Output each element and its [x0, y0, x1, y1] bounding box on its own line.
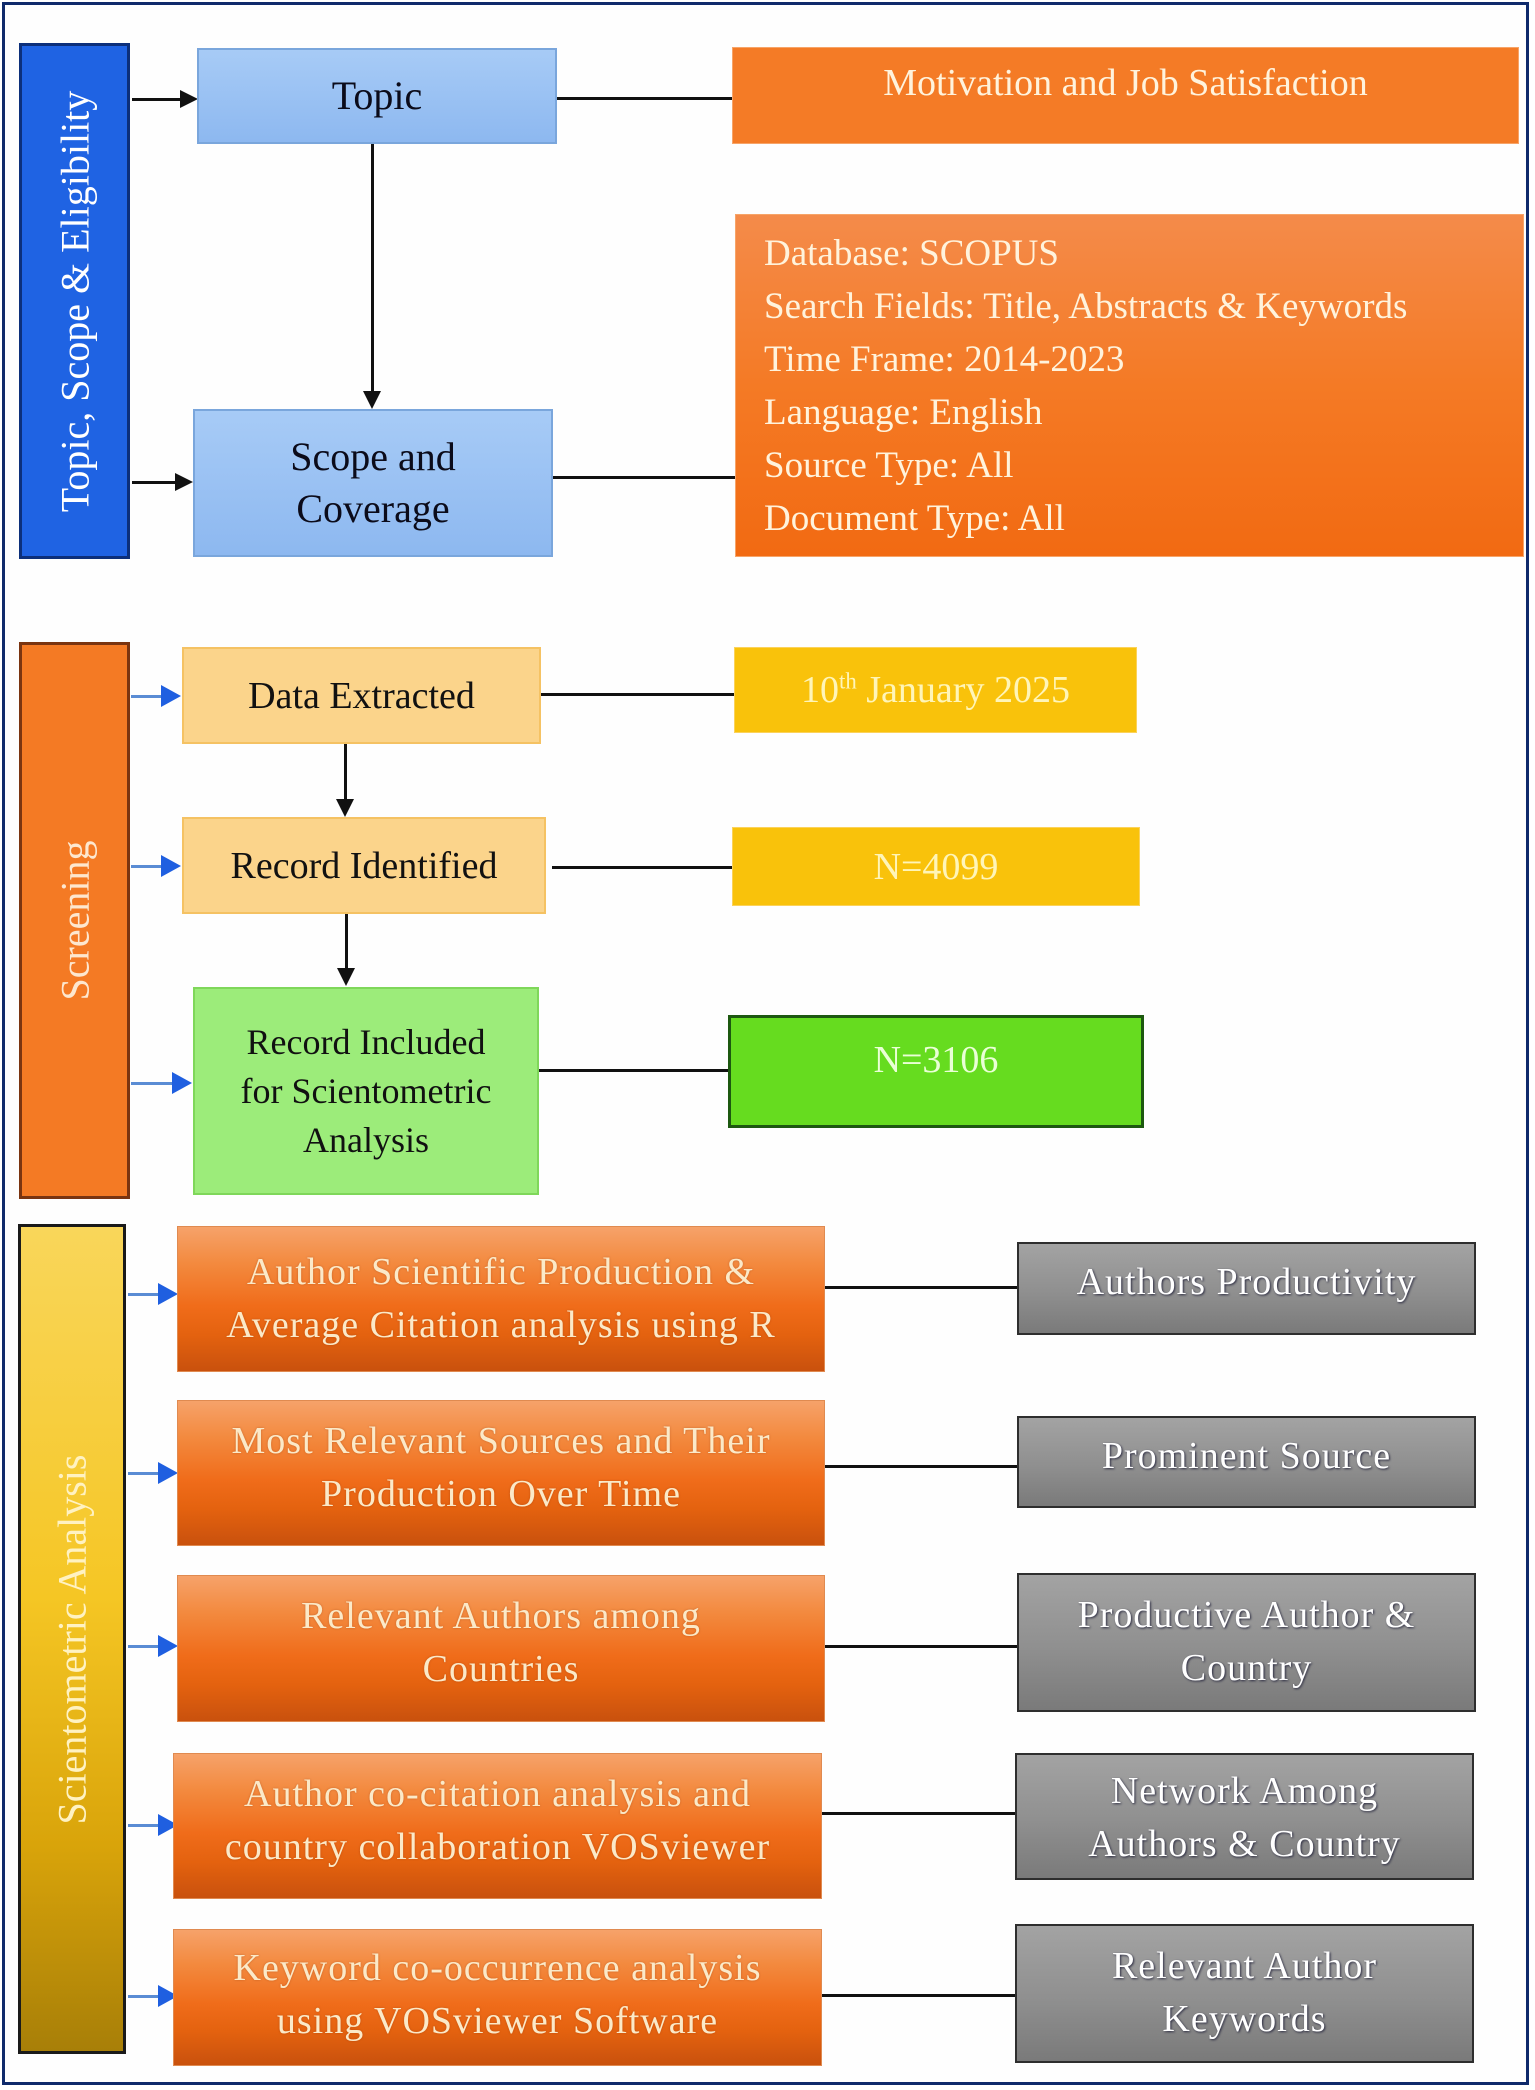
analysis-method-line1: Most Relevant Sources and Their: [231, 1420, 771, 1462]
analysis-method-line2: Average Citation analysis using R: [226, 1304, 776, 1346]
connector-line: [128, 1645, 160, 1648]
arrow-right-icon: [158, 1283, 178, 1305]
arrow-down-icon: [336, 799, 354, 817]
analysis-method-line1: Relevant Authors among: [301, 1595, 701, 1637]
connector-line: [131, 865, 163, 868]
param-source-type: Source Type: All: [764, 444, 1014, 486]
arrow-down-icon: [337, 968, 355, 986]
extraction-date: 10th January 2025: [801, 668, 1070, 712]
analysis-outcome-line2: Keywords: [1162, 1998, 1327, 2040]
param-document-type: Document Type: All: [764, 497, 1065, 539]
section-bar-analysis: Scientometric Analysis: [18, 1224, 126, 2054]
analysis-outcome-line2: Country: [1180, 1647, 1313, 1689]
topic-box: Topic: [197, 48, 557, 144]
topic-value: Motivation and Job Satisfaction: [883, 62, 1368, 104]
analysis-outcome-line1: Authors Productivity: [1076, 1261, 1417, 1303]
record-included-box: Record Included for Scientometric Analys…: [193, 987, 539, 1195]
connector-line: [371, 144, 374, 392]
analysis-outcome-line2: Authors & Country: [1088, 1823, 1401, 1865]
section-label-screening: Screening: [52, 840, 98, 1001]
records-identified-count: N=4099: [873, 845, 999, 888]
extraction-date-suffix: th: [839, 668, 857, 694]
arrow-right-icon: [180, 90, 198, 108]
connector-line: [541, 693, 735, 696]
data-extracted-box: Data Extracted: [182, 647, 541, 744]
analysis-method-box: Author co-citation analysis and country …: [173, 1753, 822, 1899]
param-language: Language: English: [764, 391, 1043, 433]
connector-line: [345, 914, 348, 970]
extraction-date-box: 10th January 2025: [734, 647, 1137, 733]
scope-parameters-box: Database: SCOPUS Search Fields: Title, A…: [735, 214, 1524, 557]
connector-line: [128, 1293, 160, 1296]
scope-label-line1: Scope and: [290, 434, 456, 479]
records-included-count: N=3106: [873, 1039, 999, 1081]
param-search-fields: Search Fields: Title, Abstracts & Keywor…: [764, 285, 1408, 327]
analysis-method-line1: Author Scientific Production &: [246, 1251, 756, 1293]
arrow-right-icon: [161, 685, 181, 707]
extraction-date-day: 10: [801, 669, 840, 711]
topic-value-box: Motivation and Job Satisfaction: [732, 47, 1519, 144]
connector-line: [553, 476, 735, 479]
analysis-method-box: Most Relevant Sources and Their Producti…: [177, 1400, 825, 1546]
connector-line: [131, 695, 163, 698]
connector-line: [557, 97, 733, 100]
analysis-method-line2: Production Over Time: [321, 1473, 681, 1515]
section-label-topic-scope: Topic, Scope & Eligibility: [52, 90, 98, 512]
connector-line: [825, 1465, 1017, 1468]
analysis-method-box: Author Scientific Production & Average C…: [177, 1226, 825, 1372]
arrow-right-icon: [175, 473, 193, 491]
connector-line: [128, 1824, 160, 1827]
record-included-line2: for Scientometric: [240, 1070, 492, 1111]
analysis-method-line2: Countries: [422, 1648, 580, 1690]
param-database: Database: SCOPUS: [764, 232, 1059, 274]
connector-line: [132, 98, 182, 101]
connector-line: [825, 1645, 1017, 1648]
arrow-right-icon: [158, 1462, 178, 1484]
data-extracted-label: Data Extracted: [248, 674, 475, 717]
extraction-date-rest: January 2025: [856, 669, 1070, 711]
record-identified-label: Record Identified: [230, 844, 498, 887]
analysis-method-box: Relevant Authors among Countries: [177, 1575, 825, 1722]
analysis-outcome-box: Productive Author & Country: [1017, 1573, 1476, 1712]
analysis-outcome-box: Prominent Source: [1017, 1416, 1476, 1508]
records-identified-count-box: N=4099: [732, 827, 1140, 906]
connector-line: [822, 1812, 1016, 1815]
record-included-line1: Record Included: [246, 1021, 486, 1062]
analysis-outcome-box: Network Among Authors & Country: [1015, 1753, 1474, 1880]
scope-label-line2: Coverage: [296, 486, 450, 531]
records-included-count-box: N=3106: [728, 1015, 1144, 1128]
connector-line: [131, 1082, 173, 1085]
analysis-method-line1: Author co-citation analysis and: [244, 1773, 751, 1815]
analysis-outcome-line1: Prominent Source: [1101, 1435, 1392, 1477]
analysis-method-line2: using VOSviewer Software: [276, 2000, 719, 2042]
arrow-right-icon: [158, 1635, 178, 1657]
connector-line: [822, 1994, 1016, 1997]
analysis-outcome-line1: Network Among: [1110, 1770, 1379, 1812]
analysis-outcome-box: Authors Productivity: [1017, 1242, 1476, 1335]
record-identified-box: Record Identified: [182, 817, 546, 914]
record-included-line3: Analysis: [303, 1119, 429, 1160]
connector-line: [552, 866, 733, 869]
section-bar-screening: Screening: [19, 642, 130, 1199]
analysis-method-line2: country collaboration VOSviewer: [224, 1826, 771, 1868]
arrow-right-icon: [172, 1072, 192, 1094]
analysis-outcome-box: Relevant Author Keywords: [1015, 1924, 1474, 2063]
analysis-outcome-line1: Productive Author &: [1077, 1594, 1416, 1636]
arrow-down-icon: [363, 391, 381, 409]
connector-line: [132, 481, 177, 484]
analysis-outcome-line1: Relevant Author: [1111, 1945, 1378, 1987]
section-label-analysis: Scientometric Analysis: [49, 1454, 95, 1824]
connector-line: [539, 1069, 729, 1072]
analysis-method-line1: Keyword co-occurrence analysis: [233, 1947, 762, 1989]
connector-line: [128, 1995, 160, 1998]
analysis-method-box: Keyword co-occurrence analysis using VOS…: [173, 1929, 822, 2066]
topic-label: Topic: [331, 73, 423, 118]
arrow-right-icon: [161, 855, 181, 877]
connector-line: [128, 1472, 160, 1475]
scope-coverage-box: Scope and Coverage: [193, 409, 553, 557]
param-time-frame: Time Frame: 2014-2023: [764, 338, 1125, 380]
connector-line: [344, 744, 347, 800]
connector-line: [825, 1286, 1017, 1289]
section-bar-topic-scope: Topic, Scope & Eligibility: [19, 43, 130, 559]
